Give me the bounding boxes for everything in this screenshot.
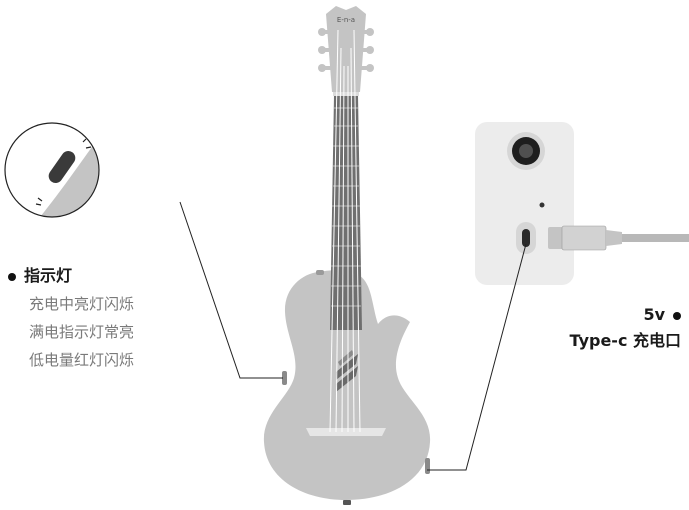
charging-port-bump [425, 458, 430, 474]
indicator-title: 指示灯 [24, 266, 73, 285]
port-callout-line [427, 243, 527, 471]
port-bullet [673, 311, 681, 320]
glow-marks-lower [35, 197, 43, 206]
headstock [326, 6, 366, 92]
status-led-dot [539, 202, 545, 208]
type-c-port [522, 229, 530, 247]
indicator-light [282, 371, 287, 385]
callout-lines [179, 201, 527, 471]
port-name: Type-c 充电口 [569, 331, 681, 350]
port-panel [475, 122, 689, 285]
cable-strain-relief [606, 230, 622, 246]
port-voltage: 5v [643, 305, 665, 324]
indicator-callout-line [179, 201, 283, 379]
cable-plug [561, 225, 607, 251]
glow-marks-upper [82, 138, 92, 149]
tuning-pegs [318, 28, 374, 72]
charging-port-label-block: 5v Type-c 充电口 [570, 302, 681, 354]
indicator-state-full: 满电指示灯常亮 [29, 323, 135, 341]
strap-button [316, 270, 324, 275]
indicator-bullet [8, 272, 16, 281]
port-voltage-row: 5v [570, 302, 681, 328]
guitar: E-n-a [263, 6, 431, 505]
frets [331, 107, 361, 307]
endpin [343, 500, 351, 505]
indicator-magnifier [4, 122, 100, 218]
indicator-label-block: 指示灯 充电中亮灯闪烁 满电指示灯常亮 低电量红灯闪烁 [8, 262, 134, 374]
indicator-light-closeup [48, 150, 76, 184]
strings [329, 29, 361, 433]
usb-cable [622, 234, 689, 242]
indicator-title-row: 指示灯 [8, 262, 134, 286]
bridge [306, 428, 386, 436]
headstock-logo: E-n-a [337, 16, 355, 24]
guitar-body [263, 270, 431, 500]
indicator-state-charging: 充电中亮灯闪烁 [29, 295, 135, 313]
indicator-state-low: 低电量红灯闪烁 [29, 351, 135, 369]
cable-plug-tip [548, 227, 566, 249]
nut [333, 92, 359, 96]
